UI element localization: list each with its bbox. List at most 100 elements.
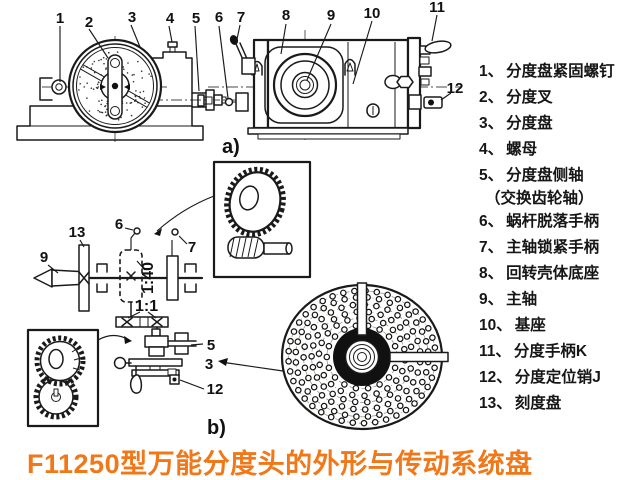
side-shaft xyxy=(205,89,215,111)
index-hole xyxy=(385,333,393,340)
parts-legend: 1、分度盘紧固螺钉 2、分度叉 3、分度盘 4、螺母 5、分度盘侧轴 （交换齿轮… xyxy=(479,59,640,417)
index-hole xyxy=(320,402,328,410)
bevel-ratio-label: 1:1 xyxy=(135,298,158,315)
spindle-nose xyxy=(33,268,53,288)
legend-item-number: 7、 xyxy=(479,239,504,256)
index-hole xyxy=(412,319,420,326)
legend-item-number: 2、 xyxy=(479,89,504,106)
stipple-dot xyxy=(78,89,80,91)
stipple-dot xyxy=(148,73,150,75)
index-hole xyxy=(353,413,360,420)
stipple-dot xyxy=(93,60,96,63)
index-hole xyxy=(324,329,332,337)
index-hole xyxy=(301,395,309,402)
index-hole xyxy=(341,295,348,303)
index-hole xyxy=(373,288,381,296)
callout-3: 3 xyxy=(128,9,136,26)
crank-handle-grip xyxy=(424,40,452,54)
index-hole xyxy=(309,363,317,371)
legend-item-number: 6、 xyxy=(479,213,504,230)
stipple-dot xyxy=(134,95,137,98)
legend-item: 12、分度定位销J xyxy=(479,365,640,391)
legend-item-number: 12、 xyxy=(479,369,512,386)
legend-item-number: 8、 xyxy=(479,265,504,282)
legend-item-sublabel: （交换齿轮轴） xyxy=(485,190,594,207)
stipple-dot xyxy=(137,60,139,63)
stipple-dot xyxy=(126,109,128,111)
index-hole xyxy=(286,368,294,375)
stipple-dot xyxy=(126,72,129,74)
stipple-dot xyxy=(98,59,100,62)
figure-a-label: a) xyxy=(222,136,240,158)
index-hole xyxy=(331,333,339,340)
index-hole xyxy=(413,387,420,395)
index-hole xyxy=(327,413,335,421)
index-hole xyxy=(318,339,326,347)
index-hole xyxy=(323,353,331,361)
index-hole xyxy=(341,411,349,419)
index-hole xyxy=(295,319,303,326)
index-hole xyxy=(304,319,311,327)
stipple-dot xyxy=(97,81,100,83)
index-hole xyxy=(327,398,335,406)
index-hole xyxy=(376,381,383,388)
index-hole xyxy=(429,334,436,342)
index-hole xyxy=(386,299,394,307)
index-hole xyxy=(391,342,399,350)
stipple-dot xyxy=(125,102,128,104)
index-hole xyxy=(396,304,404,312)
index-hole xyxy=(375,295,383,303)
stipple-dot xyxy=(105,58,108,60)
worm-ratio-label: 1:40 xyxy=(140,262,157,294)
stipple-dot xyxy=(100,111,102,114)
index-hole xyxy=(287,337,294,345)
index-hole xyxy=(414,337,421,345)
legend-item: 11、分度手柄K xyxy=(479,339,640,365)
index-hole xyxy=(394,311,401,319)
index-hole xyxy=(418,328,426,335)
worm-drop-knob xyxy=(224,97,234,107)
index-hole xyxy=(384,306,391,314)
legend-item-number: 1、 xyxy=(479,63,504,80)
callout-b3: 3 xyxy=(205,356,213,373)
index-hole xyxy=(373,302,380,310)
index-hole xyxy=(304,388,312,395)
transmission-diagram xyxy=(33,227,284,394)
stipple-dot xyxy=(91,63,94,65)
legend-item-number: 13、 xyxy=(479,395,512,412)
index-hole xyxy=(317,408,325,416)
index-hole xyxy=(341,326,348,333)
legend-item-label: 分度盘紧固螺钉 xyxy=(506,63,615,80)
callout-6: 6 xyxy=(215,9,223,26)
legend-item: 6、蜗杆脱落手柄 xyxy=(479,209,640,235)
index-hole xyxy=(333,322,340,329)
stipple-dot xyxy=(102,56,105,59)
stipple-dot xyxy=(83,86,85,88)
index-hole xyxy=(310,323,318,331)
legend-item-label: 螺母 xyxy=(506,141,538,158)
index-hole xyxy=(428,374,436,382)
legend-item-number: 5、 xyxy=(479,167,504,184)
legend-item-label: 刻度盘 xyxy=(514,395,562,412)
stipple-dot xyxy=(105,114,108,117)
stipple-dot xyxy=(92,88,95,90)
index-hole xyxy=(309,402,316,410)
stipple-dot xyxy=(133,73,135,76)
legend-item: 3、分度盘 xyxy=(479,111,640,137)
index-hole xyxy=(302,310,310,318)
stipple-dot xyxy=(135,90,137,92)
index-hole xyxy=(351,287,358,295)
index-hole xyxy=(310,303,317,311)
index-hole xyxy=(391,364,399,372)
callout-b13: 13 xyxy=(69,224,86,241)
index-hole xyxy=(373,390,380,397)
index-hole xyxy=(402,319,410,326)
index-hole xyxy=(375,396,383,403)
index-hole xyxy=(384,291,391,299)
stipple-dot xyxy=(141,77,143,79)
stipple-dot xyxy=(108,52,110,54)
index-hole xyxy=(319,297,327,305)
index-hole xyxy=(364,413,372,420)
stipple-dot xyxy=(95,86,98,89)
callout-numbers: 1 2 3 4 5 6 7 8 9 10 11 12 a) 13 9 6 7 5… xyxy=(40,0,464,439)
